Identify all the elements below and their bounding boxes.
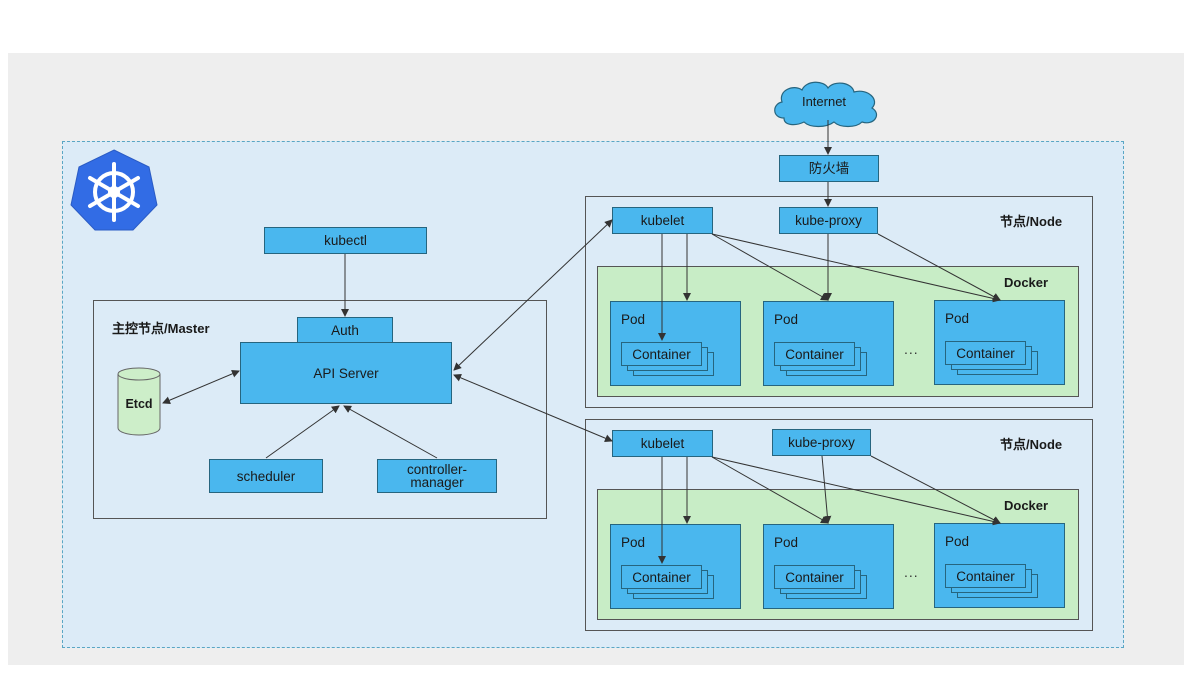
kube-proxy-box-1: kube-proxy [779, 207, 878, 234]
container-box: Container [774, 565, 855, 589]
pod-label: Pod [945, 311, 970, 326]
scheduler-box: scheduler [209, 459, 323, 493]
database-cylinder-icon [117, 367, 161, 436]
pod-2-1: Pod Container [610, 524, 741, 609]
container-box: Container [945, 564, 1026, 588]
kubernetes-helm-icon [70, 149, 158, 231]
etcd-label: Etcd [125, 396, 153, 411]
pod-1-2: Pod Container [763, 301, 894, 386]
master-title: 主控节点/Master [112, 321, 210, 336]
kubectl-box: kubectl [264, 227, 427, 254]
controller-manager-line1: controller- [406, 462, 468, 477]
arrow-apiserver-kubelet2 [453, 374, 613, 442]
kubelet-box-1: kubelet [612, 207, 713, 234]
api-server-box: API Server [240, 342, 452, 404]
pod-2-3: Pod Container [934, 523, 1065, 608]
container-box: Container [774, 342, 855, 366]
node-frame-2 [585, 419, 1093, 631]
pod-label: Pod [621, 312, 646, 327]
node-title-1: 节点/Node [1000, 214, 1063, 229]
controller-manager-line2: manager [410, 475, 464, 490]
arrow-apiserver-kubelet1 [453, 219, 613, 371]
docker-title-1: Docker [1004, 275, 1049, 290]
pods-ellipsis-2: ... [904, 564, 919, 580]
firewall-box: 防火墙 [779, 155, 879, 182]
pod-1-3: Pod Container [934, 300, 1065, 385]
arrow-scheduler-apiserver [265, 405, 340, 459]
internet-label: Internet [801, 93, 847, 109]
container-box: Container [621, 565, 702, 589]
kube-proxy-box-2: kube-proxy [772, 429, 871, 456]
container-box: Container [945, 341, 1026, 365]
arrow-controller-apiserver [343, 405, 438, 459]
pod-1-1: Pod Container [610, 301, 741, 386]
pod-label: Pod [945, 534, 970, 549]
pod-label: Pod [621, 535, 646, 550]
cloud-icon [774, 81, 877, 128]
node-title-2: 节点/Node [1000, 437, 1063, 452]
docker-title-2: Docker [1004, 498, 1049, 513]
pod-label: Pod [774, 535, 799, 550]
container-box: Container [621, 342, 702, 366]
arrow-etcd-apiserver [162, 370, 240, 404]
auth-box: Auth [297, 317, 393, 343]
kubelet-box-2: kubelet [612, 430, 713, 457]
pod-2-2: Pod Container [763, 524, 894, 609]
controller-manager-box: controller- manager [377, 459, 497, 493]
pods-ellipsis-1: ... [904, 341, 919, 357]
pod-label: Pod [774, 312, 799, 327]
